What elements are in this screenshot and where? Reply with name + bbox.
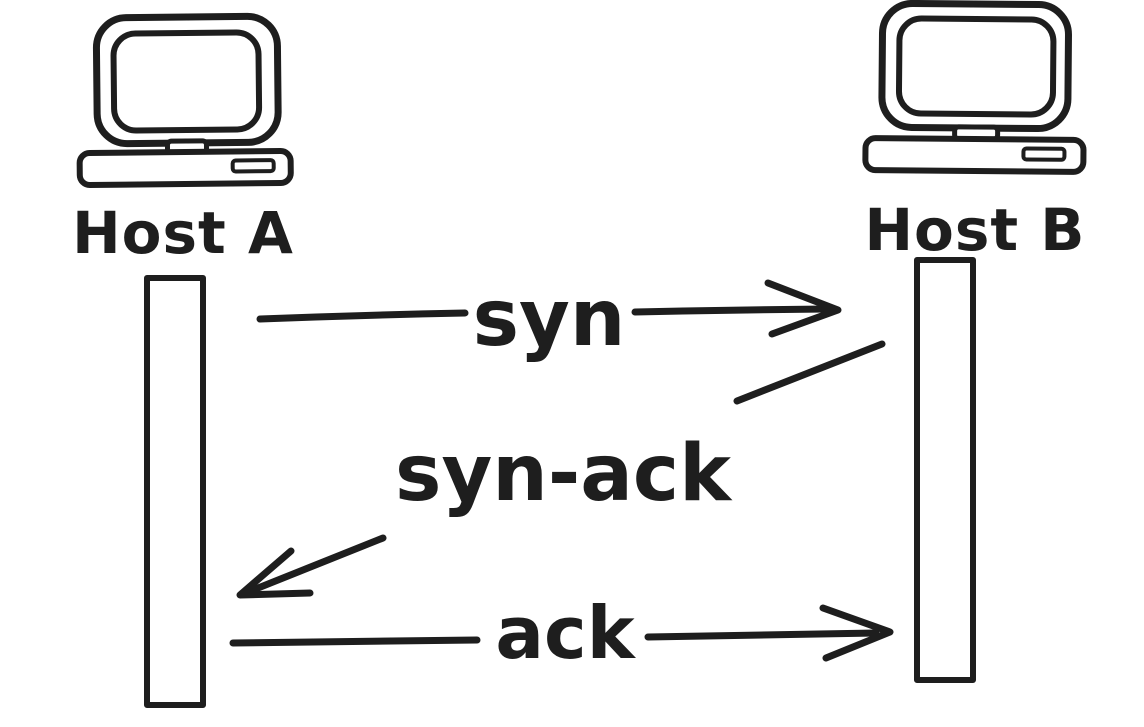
message-syn-ack: syn-ack [236,340,886,599]
message-label-syn: syn [473,274,626,364]
computer-icon [76,12,294,189]
computer-base-slot [230,158,276,174]
monitor-screen [110,29,263,134]
syn-ack-arrow-shaft-upper [733,340,886,405]
message-syn: syn [256,274,842,364]
lifeline-host-b [914,257,976,683]
monitor-screen [895,15,1057,118]
syn-arrowhead-right-icon [764,279,842,338]
computer-base-slot [1021,146,1067,162]
syn-arrow-shaft-left [256,309,469,323]
message-label-syn-ack: syn-ack [395,429,733,519]
actor-host-a: Host A [72,12,294,708]
actor-label-host-a: Host A [72,199,294,267]
lifeline-host-a [144,275,206,708]
syn-arrow-shaft-right [631,305,830,316]
syn-ack-arrowhead-left-icon [236,547,314,599]
actor-host-b: Host B [862,0,1087,683]
computer-icon [862,0,1087,175]
syn-ack-arrow-shaft-lower [239,534,387,598]
actor-label-host-b: Host B [864,196,1085,264]
ack-arrow-shaft-right [644,629,880,641]
ack-arrowhead-right-icon [819,604,894,662]
ack-arrow-shaft-left [229,636,481,647]
message-label-ack: ack [495,591,636,675]
message-ack: ack [229,591,894,675]
